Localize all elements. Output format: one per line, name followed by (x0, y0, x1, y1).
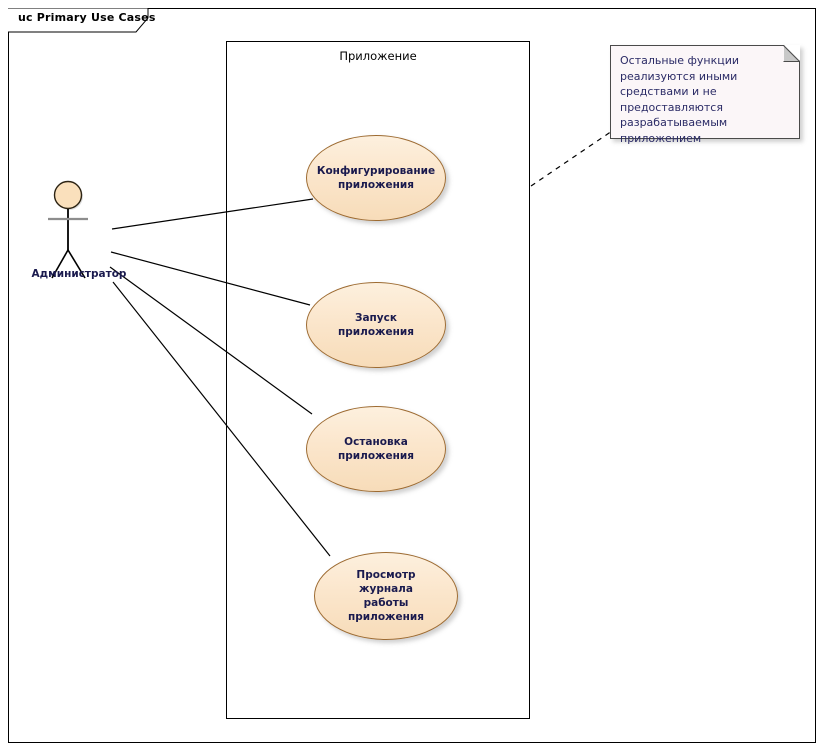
use-case-configure[interactable]: Конфигурирование приложения (306, 135, 446, 221)
use-case-stop-label: Остановка приложения (338, 435, 414, 462)
use-case-start[interactable]: Запуск приложения (306, 282, 446, 368)
note-body (610, 45, 800, 139)
diagram-frame-border (8, 8, 816, 743)
use-case-view-log[interactable]: Просмотр журнала работы приложения (314, 552, 458, 640)
frame-tab-label: uc Primary Use Cases (18, 11, 156, 24)
actor-administrator-label: Администратор (31, 268, 127, 280)
use-case-view-log-label: Просмотр журнала работы приложения (348, 568, 424, 624)
actor-administrator[interactable] (40, 178, 120, 288)
use-case-stop[interactable]: Остановка приложения (306, 406, 446, 492)
use-case-configure-label: Конфигурирование приложения (316, 164, 436, 191)
use-case-start-label: Запуск приложения (338, 311, 414, 338)
system-boundary-label: Приложение (339, 49, 417, 63)
note-text: Остальные функции реализуются иными сред… (620, 54, 740, 146)
diagram-note[interactable]: Остальные функции реализуются иными сред… (610, 45, 800, 145)
stick-figure-actor-icon (48, 180, 88, 279)
